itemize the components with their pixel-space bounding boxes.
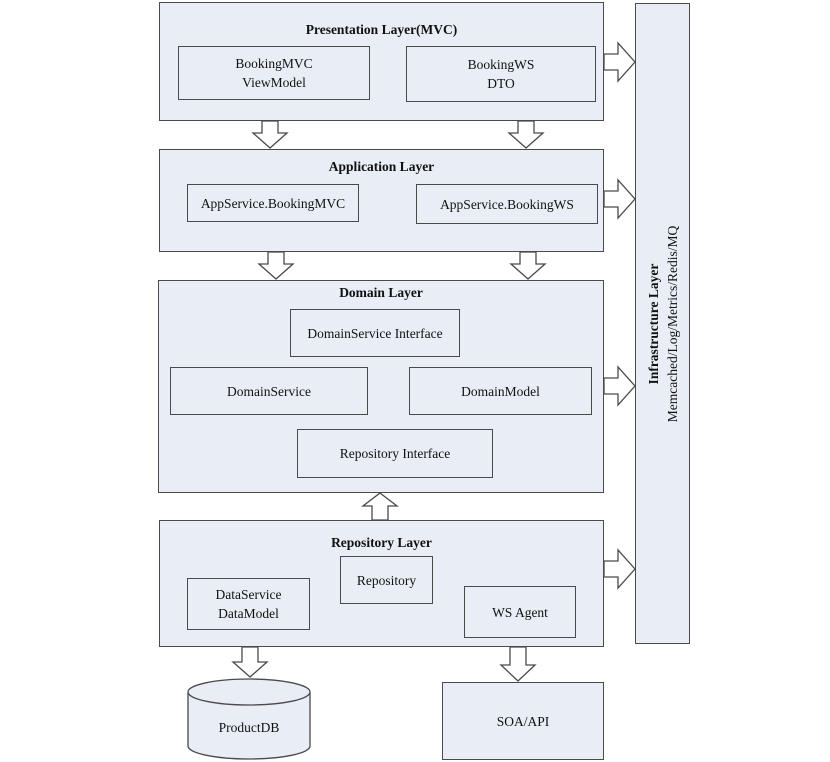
datamodel-label: DataModel <box>218 606 279 621</box>
presentation-layer-title: Presentation Layer(MVC) <box>305 22 458 37</box>
soa-api-box: SOA/API <box>442 682 604 760</box>
appservice-bookingmvc-box: AppService.BookingMVC <box>187 184 359 222</box>
arrow-down-productdb <box>231 646 269 678</box>
appservice-bookingws-box: AppService.BookingWS <box>416 184 598 224</box>
ws-agent-box: WS Agent <box>464 586 576 638</box>
dataservice-label: DataService <box>215 587 282 602</box>
appservice-bookingws-label: AppService.BookingWS <box>440 196 574 212</box>
domainservice-interface-box: DomainService Interface <box>290 309 460 357</box>
dto-label: DTO <box>487 76 515 91</box>
arrow-down-application-left <box>257 251 295 280</box>
repository-box: Repository <box>340 556 433 604</box>
arrow-down-presentation-right <box>507 120 545 149</box>
arrow-right-application <box>603 178 636 220</box>
booking-mvc-viewmodel-box: BookingMVC ViewModel <box>178 46 370 100</box>
domainmodel-box: DomainModel <box>409 367 592 415</box>
infrastructure-layer-subtitle: Memcached/Log/Metrics/Redis/MQ <box>664 225 680 422</box>
arrow-down-presentation-left <box>251 120 289 149</box>
appservice-bookingmvc-label: AppService.BookingMVC <box>200 195 346 211</box>
infrastructure-layer: Infrastructure Layer Memcached/Log/Metri… <box>635 3 690 644</box>
arrow-down-application-right <box>509 251 547 280</box>
domain-layer-title: Domain Layer <box>339 285 423 300</box>
database-icon <box>187 678 311 760</box>
infrastructure-layer-title: Infrastructure Layer <box>645 263 661 384</box>
soa-api-label: SOA/API <box>496 713 550 729</box>
arrow-right-domain <box>603 365 636 407</box>
productdb-cylinder: ProductDB <box>187 678 311 760</box>
domainservice-box: DomainService <box>170 367 368 415</box>
repository-label: Repository <box>356 572 417 588</box>
arrow-up-repository-to-domain <box>361 492 399 521</box>
arrow-right-presentation <box>603 41 636 83</box>
domainservice-label: DomainService <box>227 383 311 399</box>
productdb-label: ProductDB <box>218 720 280 735</box>
repository-layer-title: Repository Layer <box>331 535 432 550</box>
arrow-right-repository <box>603 548 636 590</box>
repository-interface-label: Repository Interface <box>339 446 451 461</box>
domainmodel-label: DomainModel <box>461 383 540 399</box>
viewmodel-label: ViewModel <box>242 75 306 90</box>
booking-ws-label: BookingWS <box>467 57 535 72</box>
booking-ws-dto-box: BookingWS DTO <box>406 46 596 102</box>
domainservice-interface-label: DomainService Interface <box>307 325 443 341</box>
repository-interface-box: Repository Interface <box>297 429 493 478</box>
dataservice-datamodel-box: DataService DataModel <box>187 578 310 630</box>
arrow-down-soa-api <box>499 646 537 682</box>
booking-mvc-label: BookingMVC <box>235 56 313 71</box>
application-layer-title: Application Layer <box>328 159 435 174</box>
ws-agent-label: WS Agent <box>492 604 548 620</box>
